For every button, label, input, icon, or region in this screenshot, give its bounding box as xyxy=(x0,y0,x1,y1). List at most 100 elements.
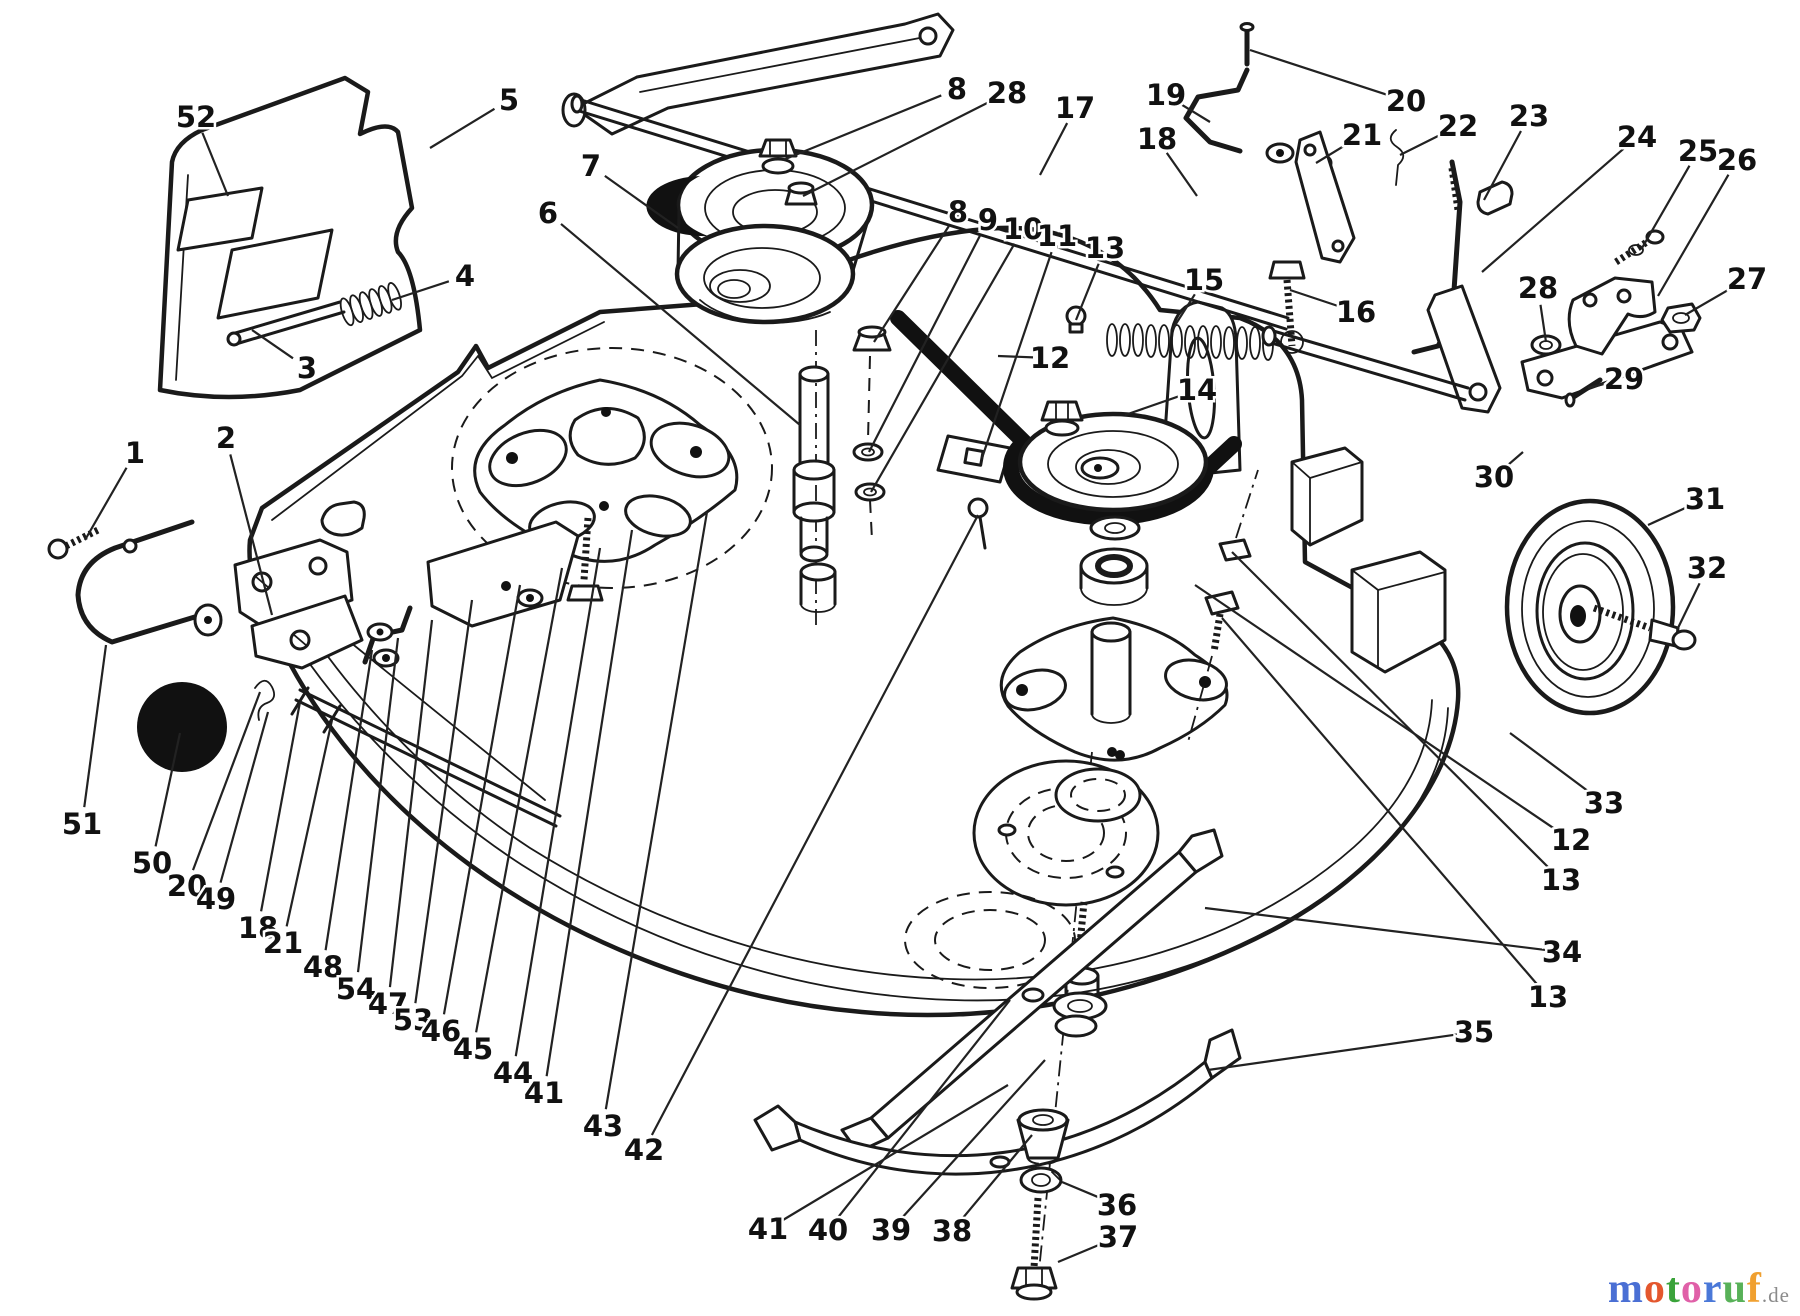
leader-line-29 xyxy=(1587,382,1608,390)
blade-bolt-37 xyxy=(1010,1197,1058,1301)
callout-label-18: 18 xyxy=(1137,122,1177,156)
callout-label-7: 7 xyxy=(581,149,601,183)
leader-line-5 xyxy=(429,107,496,149)
z-rod-19 xyxy=(1183,67,1250,154)
lift-handle xyxy=(75,519,201,645)
idler-bolt-8 xyxy=(758,138,798,175)
callout-label-32: 32 xyxy=(1687,551,1727,585)
leader-line-24 xyxy=(1481,147,1625,273)
leader-line-2 xyxy=(229,454,274,616)
callout-label-1: 1 xyxy=(125,436,145,470)
callout-label-44: 44 xyxy=(493,1056,533,1090)
watermark-letter: o xyxy=(1680,1266,1703,1312)
callout-label-29: 29 xyxy=(1604,362,1644,396)
leader-line-18 xyxy=(1165,152,1198,197)
callout-label-17: 17 xyxy=(1055,91,1095,125)
callout-label-43: 43 xyxy=(583,1109,623,1143)
spindle-shaft-6 xyxy=(792,365,837,613)
callout-label-35: 35 xyxy=(1454,1015,1494,1049)
callout-label-46: 46 xyxy=(421,1014,461,1048)
callout-label-12: 12 xyxy=(1551,823,1591,857)
deck-skirt-lip-2 xyxy=(289,599,1433,981)
callout-label-9: 9 xyxy=(978,203,998,237)
cotter-22 xyxy=(1389,129,1405,186)
callout-label-20: 20 xyxy=(1386,84,1426,118)
callout-label-8: 8 xyxy=(948,195,968,229)
leader-line-6 xyxy=(560,223,801,426)
callout-label-21: 21 xyxy=(263,926,303,960)
callout-label-28: 28 xyxy=(987,76,1027,110)
callout-label-13: 13 xyxy=(1085,231,1125,265)
leader-line-27 xyxy=(1684,286,1733,316)
callout-label-2: 2 xyxy=(216,421,236,455)
blade-assembly xyxy=(753,750,1242,1301)
leader-line-44 xyxy=(514,547,602,1057)
shield-spring xyxy=(339,282,402,327)
callout-label-37: 37 xyxy=(1098,1220,1138,1254)
callout-label-20: 20 xyxy=(167,869,207,903)
watermark: motoruf.de xyxy=(1608,1268,1790,1310)
callout-label-8: 8 xyxy=(947,72,967,106)
cup-washer-38 xyxy=(1016,1108,1070,1165)
leader-line-52 xyxy=(201,132,230,197)
deck-pocket-lower-edge xyxy=(1351,569,1446,669)
leader-line-36 xyxy=(1061,1180,1102,1200)
bearing xyxy=(1079,547,1149,606)
leader-line-12 xyxy=(997,354,1034,359)
washer-10 xyxy=(854,482,886,502)
idler-nut-28 xyxy=(784,181,818,206)
leader-line-41 xyxy=(782,1084,1009,1222)
leader-line-11 xyxy=(980,251,1053,459)
callout-label-5: 5 xyxy=(499,83,519,117)
leader-line-31 xyxy=(1647,505,1690,527)
leader-line-53 xyxy=(414,599,474,1004)
callout-label-13: 13 xyxy=(1528,980,1568,1014)
link-arm xyxy=(1294,130,1356,264)
leader-line-48 xyxy=(324,649,374,951)
spring-washer-36 xyxy=(1019,1166,1063,1194)
callout-label-45: 45 xyxy=(453,1032,493,1066)
idler-pulley-7 xyxy=(646,138,875,325)
leader-line-23 xyxy=(1483,130,1522,201)
watermark-letter: o xyxy=(1643,1266,1666,1312)
leader-line-10 xyxy=(870,243,1016,493)
deck-pocket-lower xyxy=(1350,550,1447,674)
leader-line-30 xyxy=(1506,451,1524,467)
callout-label-48: 48 xyxy=(303,950,343,984)
right-spindle-plate xyxy=(999,616,1229,762)
leader-line-25 xyxy=(1641,165,1691,249)
leader-line-28 xyxy=(1539,304,1548,343)
callout-label-21: 21 xyxy=(1342,118,1382,152)
callout-label-24: 24 xyxy=(1617,120,1657,154)
leader-line-39 xyxy=(901,1059,1046,1219)
watermark-letter: t xyxy=(1665,1266,1681,1312)
callout-label-11: 11 xyxy=(1037,219,1077,253)
callout-label-28: 28 xyxy=(1518,271,1558,305)
leader-line-42 xyxy=(650,514,979,1136)
watermark-letter: r xyxy=(1702,1266,1723,1312)
leader-line-1 xyxy=(84,467,128,541)
leader-line-21 xyxy=(285,719,334,927)
callout-label-10: 10 xyxy=(1003,212,1043,246)
callout-label-39: 39 xyxy=(871,1213,911,1247)
knob xyxy=(137,682,227,772)
leader-line-43 xyxy=(604,511,709,1110)
callout-label-13: 13 xyxy=(1541,863,1581,897)
nut-27 xyxy=(1660,302,1702,334)
leader-line-15 xyxy=(1171,293,1196,331)
belt-12 xyxy=(890,310,1242,526)
watermark-letter: u xyxy=(1722,1266,1747,1312)
washer-9 xyxy=(852,442,884,462)
callout-label-41: 41 xyxy=(748,1212,788,1246)
shield-rod xyxy=(226,300,346,347)
leader-line-50 xyxy=(154,732,182,847)
leader-line-28 xyxy=(802,99,993,197)
callout-label-22: 22 xyxy=(1438,109,1478,143)
screw-25 xyxy=(1614,229,1665,265)
callout-label-23: 23 xyxy=(1509,99,1549,133)
leader-line-18 xyxy=(260,701,302,912)
callout-label-30: 30 xyxy=(1474,460,1514,494)
